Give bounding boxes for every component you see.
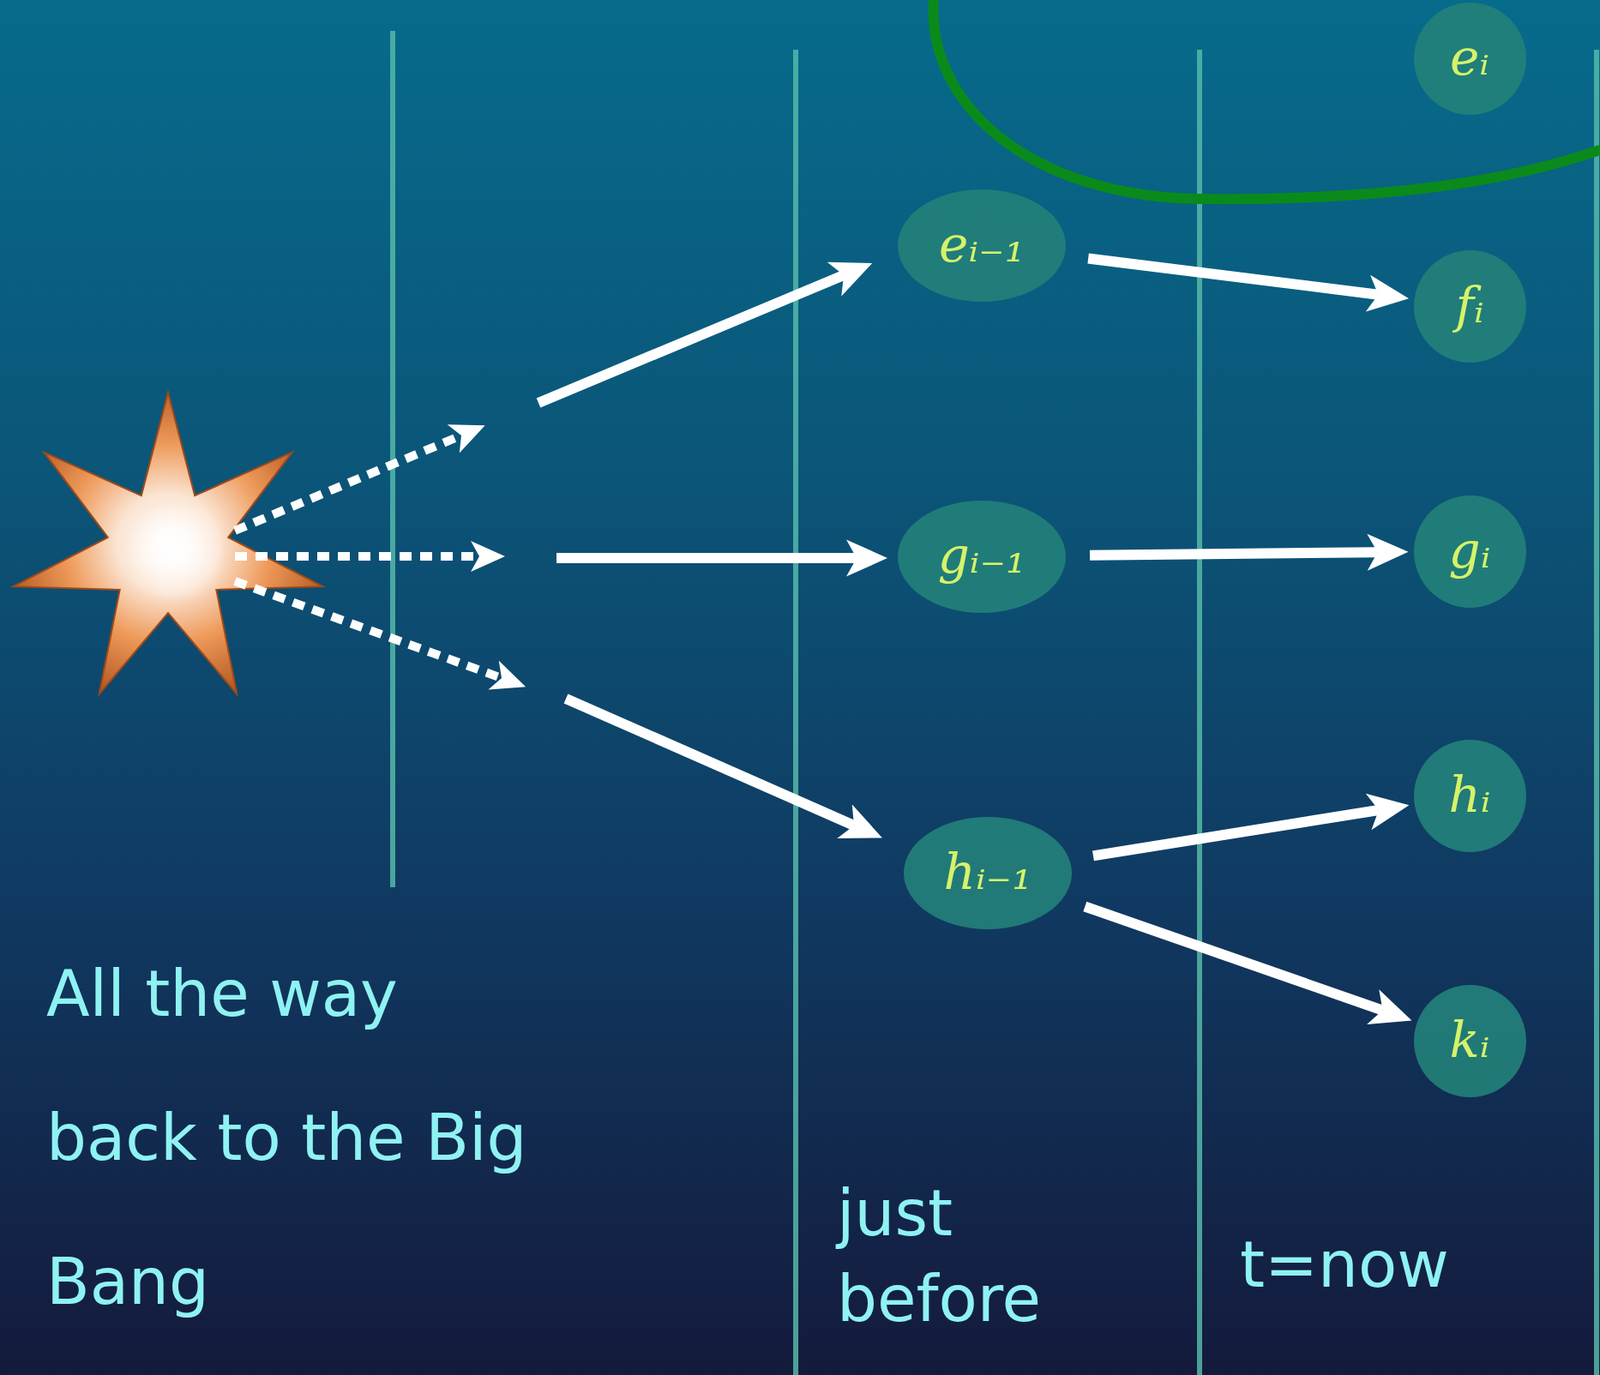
state-label: hᵢ bbox=[1448, 768, 1491, 824]
time-caption: t=now bbox=[1239, 1221, 1583, 1308]
solid-arrow bbox=[565, 698, 855, 826]
transition-arrow bbox=[1093, 810, 1379, 856]
ellipse-shape bbox=[1413, 495, 1527, 608]
big-bang-star bbox=[13, 392, 324, 695]
ellipse-shape bbox=[1413, 739, 1527, 853]
state-label: gᵢ₋₁ bbox=[938, 529, 1027, 584]
state-ellipse: hᵢ₋₁ bbox=[903, 817, 1072, 930]
state-ellipse: eᵢ bbox=[1413, 2, 1527, 115]
state-label: eᵢ bbox=[1449, 30, 1490, 86]
state-ellipse: eᵢ₋₁ bbox=[897, 189, 1066, 302]
ellipse-shape bbox=[897, 500, 1066, 614]
solid-arrow bbox=[538, 275, 844, 404]
state-ellipse: gᵢ₋₁ bbox=[897, 500, 1066, 614]
ellipse-shape bbox=[897, 189, 1066, 302]
transition-arrow bbox=[1084, 907, 1383, 1011]
dotted-arrow bbox=[234, 435, 502, 679]
ellipse-shape bbox=[1413, 985, 1527, 1098]
dotted-arrow bbox=[234, 435, 462, 531]
time-divider bbox=[1196, 49, 1203, 1375]
state-ellipse: hᵢ bbox=[1413, 739, 1527, 853]
dotted-arrow bbox=[234, 552, 480, 561]
big-bang-glow bbox=[124, 499, 228, 603]
boundary-curve bbox=[933, 0, 1600, 199]
solid-arrow bbox=[538, 275, 857, 826]
ellipse-shape bbox=[1413, 250, 1527, 363]
state-label: hᵢ₋₁ bbox=[944, 845, 1033, 901]
ellipse-shape bbox=[1413, 2, 1527, 115]
transition-arrow bbox=[1088, 258, 1378, 295]
state-ellipse: gᵢ bbox=[1413, 495, 1527, 608]
time-divider bbox=[392, 30, 1597, 1375]
state-label: fᵢ bbox=[1455, 278, 1484, 334]
time-divider bbox=[1593, 49, 1600, 1375]
transition-arrow bbox=[1089, 552, 1378, 556]
state-label: gᵢ bbox=[1449, 523, 1492, 579]
time-caption: All the way back to the Big Bang bbox=[46, 921, 561, 1354]
state-ellipse: fᵢ bbox=[1413, 250, 1527, 363]
dotted-arrow bbox=[234, 581, 502, 679]
state-label: kᵢ bbox=[1449, 1013, 1491, 1069]
state-label: eᵢ₋₁ bbox=[938, 217, 1025, 273]
time-caption: just before bbox=[836, 1170, 1069, 1342]
time-divider bbox=[793, 49, 799, 1375]
solid-arrow bbox=[556, 553, 857, 564]
state-ellipse: kᵢ bbox=[1413, 985, 1527, 1098]
ellipse-shape bbox=[903, 817, 1072, 930]
